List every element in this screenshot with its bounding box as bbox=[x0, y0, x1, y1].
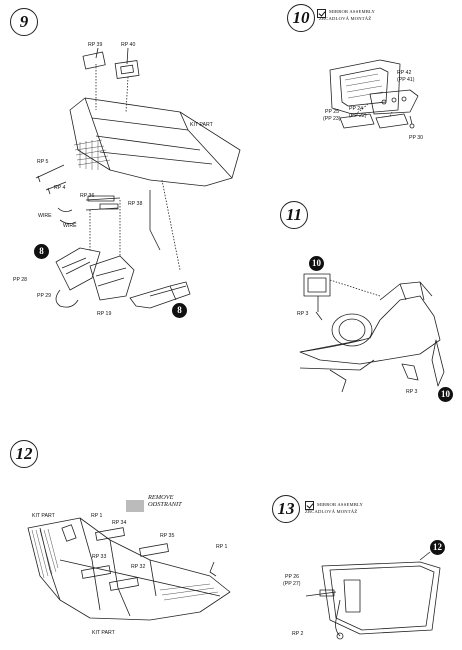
part-label: RP 32 bbox=[131, 564, 146, 570]
mirror-assembly-note: MIRROR ASSEMBLY bbox=[329, 9, 376, 14]
part-label: PP 29 bbox=[37, 293, 52, 299]
part-label: RP 40 bbox=[121, 42, 136, 48]
mirror-assembly-note-cz: ZRCADLOVÁ MONTÁŽ bbox=[305, 509, 358, 514]
check-icon bbox=[305, 501, 314, 510]
part-label: (PP 23) bbox=[323, 116, 341, 122]
ref-badge-8: 8 bbox=[34, 244, 49, 259]
part-label: RP 42 bbox=[397, 70, 412, 76]
part-label: KIT PART bbox=[92, 630, 115, 636]
part-label: PP 26 bbox=[285, 574, 300, 580]
part-label: RP 19 bbox=[97, 311, 112, 317]
part-label: RP 35 bbox=[160, 533, 175, 539]
step-9-number: 9 bbox=[10, 8, 38, 36]
step11-drawing bbox=[299, 273, 445, 393]
part-label: PP 24 bbox=[349, 106, 364, 112]
mirror-assembly-note-cz: ZRCADLOVÁ MONTÁŽ bbox=[319, 16, 372, 21]
step-11-number: 11 bbox=[280, 201, 308, 229]
part-label: RP 38 bbox=[128, 201, 143, 207]
step-12-number: 12 bbox=[10, 440, 38, 468]
part-label: RP 1 bbox=[91, 513, 103, 519]
part-label: WIRE bbox=[63, 223, 77, 229]
step10-drawing bbox=[329, 59, 419, 129]
step9-drawing bbox=[35, 47, 241, 309]
step-13-number: 13 bbox=[272, 495, 300, 523]
part-label: RP 36 bbox=[80, 193, 95, 199]
check-icon bbox=[317, 9, 326, 18]
step-number-text: 12 bbox=[15, 444, 33, 463]
part-label: PP 30 bbox=[409, 135, 424, 141]
step12-drawing bbox=[27, 500, 231, 621]
part-label: (PP 27) bbox=[283, 581, 301, 587]
part-label: RP 1 bbox=[216, 544, 228, 550]
part-label: (PP 22) bbox=[349, 113, 367, 119]
part-label: PP 28 bbox=[13, 277, 28, 283]
step-number-text: 10 bbox=[292, 8, 310, 27]
remove-note: REMOVE bbox=[148, 494, 174, 501]
part-label: KIT PART bbox=[32, 513, 55, 519]
part-label: PP 25 bbox=[325, 109, 340, 115]
part-label: (PP 41) bbox=[397, 77, 415, 83]
part-label: RP 33 bbox=[92, 554, 107, 560]
part-label: WIRE bbox=[38, 213, 52, 219]
step-number-text: 9 bbox=[19, 12, 29, 31]
part-label: RP 3 bbox=[406, 389, 418, 395]
part-label: RP 5 bbox=[37, 159, 49, 165]
part-label: RP 39 bbox=[88, 42, 103, 48]
mirror-assembly-note: MIRROR ASSEMBLY bbox=[317, 502, 364, 507]
part-label: RP 2 bbox=[292, 631, 304, 637]
step13-drawing bbox=[305, 551, 441, 640]
step-10-number: 10 bbox=[287, 4, 315, 32]
ref-badge-10: 10 bbox=[309, 256, 324, 271]
step-number-text: 11 bbox=[285, 205, 303, 224]
part-label: RP 34 bbox=[112, 520, 127, 526]
part-label: KIT PART bbox=[190, 122, 213, 128]
step-number-text: 13 bbox=[277, 499, 295, 518]
remove-note-cz: ODSTRANIT bbox=[148, 501, 182, 508]
ref-badge-8: 8 bbox=[172, 303, 187, 318]
ref-badge-12: 12 bbox=[430, 540, 445, 555]
ref-badge-10: 10 bbox=[438, 387, 453, 402]
part-label: RP 3 bbox=[297, 311, 309, 317]
part-label: RP 4 bbox=[54, 185, 66, 191]
